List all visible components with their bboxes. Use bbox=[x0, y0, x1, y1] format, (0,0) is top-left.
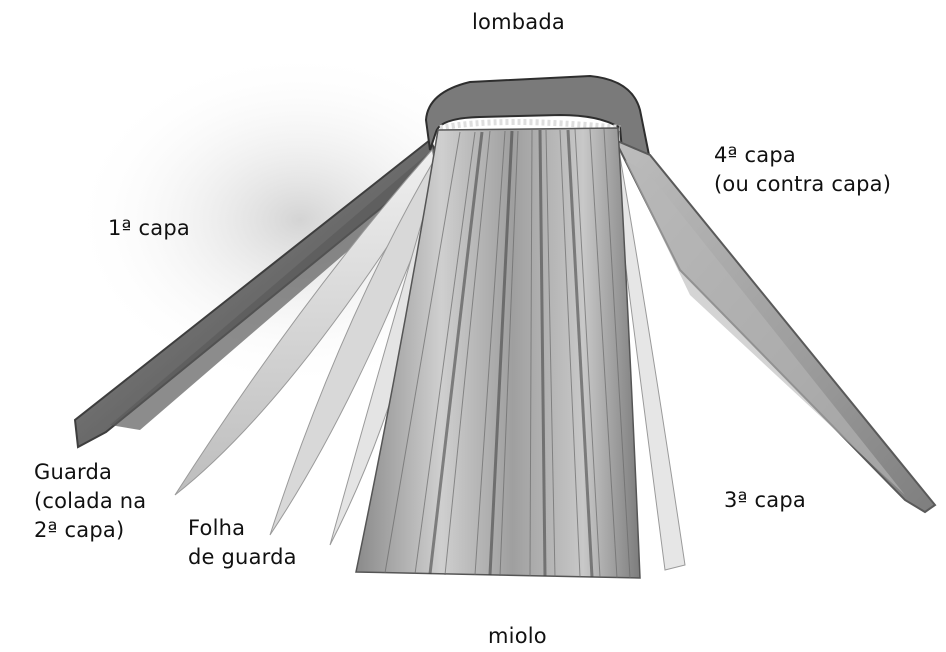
back-cover-inner bbox=[625, 160, 905, 495]
inside-back-cover-label: 3ª capa bbox=[724, 488, 806, 512]
spine-label: lombada bbox=[472, 10, 565, 34]
text-block-label: miolo bbox=[488, 624, 547, 648]
endpaper-leaf bbox=[174, 148, 438, 496]
page-gaps bbox=[428, 129, 594, 578]
back-leaf bbox=[611, 143, 686, 571]
page-lines bbox=[384, 128, 631, 579]
flyleaf-label: Folha de guarda bbox=[188, 516, 297, 569]
endpaper-label: Guarda (colada na 2ª capa) bbox=[34, 460, 147, 542]
spine-stitching bbox=[439, 119, 621, 131]
front-cover-label: 1ª capa bbox=[108, 216, 190, 240]
back-cover-label: 4ª capa (ou contra capa) bbox=[714, 143, 892, 196]
front-cover-inner bbox=[110, 150, 436, 430]
text-block bbox=[355, 127, 641, 579]
flyleaf-1 bbox=[269, 153, 441, 536]
